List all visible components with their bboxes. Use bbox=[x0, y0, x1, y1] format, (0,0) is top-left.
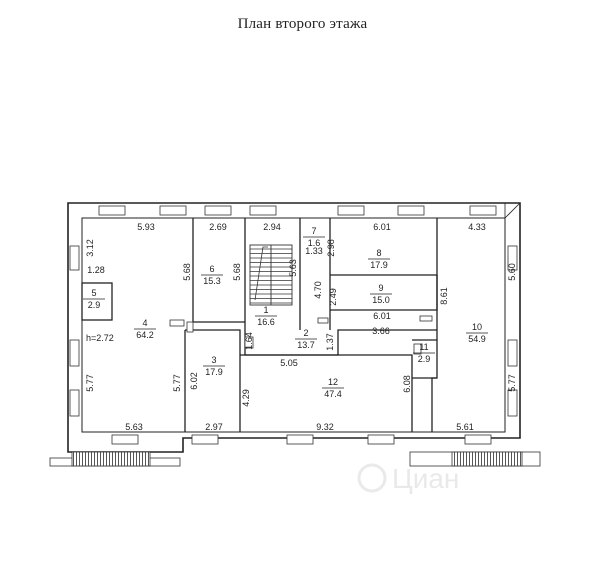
room-area: 13.7 bbox=[297, 340, 315, 350]
dimension-label: 2.69 bbox=[209, 222, 227, 232]
dimension-label: 9.32 bbox=[316, 422, 334, 432]
dimension-label: 5.68 bbox=[182, 263, 192, 281]
room-number: 8 bbox=[376, 248, 381, 258]
dimension-label: 3.12 bbox=[85, 239, 95, 257]
dimension-label: 5.60 bbox=[507, 263, 517, 281]
dimension-label: 1.28 bbox=[87, 265, 105, 275]
room-number: 4 bbox=[142, 318, 147, 328]
dimension-label: 3.66 bbox=[372, 326, 390, 336]
dimension-label: 1.37 bbox=[325, 333, 335, 351]
dimension-label: 2.97 bbox=[205, 422, 223, 432]
room-area: 64.2 bbox=[136, 330, 154, 340]
plan-title: План второго этажа bbox=[237, 16, 368, 32]
room-number: 12 bbox=[328, 377, 338, 387]
dimension-label: 1.33 bbox=[305, 246, 323, 256]
room-area: 15.3 bbox=[203, 276, 221, 286]
dimension-label: 5.77 bbox=[172, 374, 182, 392]
room-number: 6 bbox=[209, 264, 214, 274]
dimension-label: 5.93 bbox=[137, 222, 155, 232]
windows bbox=[69, 205, 518, 445]
outer-walls bbox=[67, 202, 521, 453]
dimension-label: 2.98 bbox=[326, 239, 336, 257]
dimension-label: 5.68 bbox=[232, 263, 242, 281]
room-7-label: 71.6 bbox=[303, 226, 325, 248]
dimension-label: 6.01 bbox=[373, 222, 391, 232]
room-area: 17.9 bbox=[205, 367, 223, 377]
room-area: 2.9 bbox=[88, 300, 101, 310]
room-number: 11 bbox=[419, 342, 428, 352]
room-11-label: 112.9 bbox=[413, 342, 435, 364]
ceiling-height: h=2.72 bbox=[86, 333, 114, 343]
dimension-label: 5.05 bbox=[280, 358, 298, 368]
dimension-label: 5.61 bbox=[456, 422, 474, 432]
room-2-label: 213.7 bbox=[295, 328, 317, 350]
room-area: 1.6 bbox=[308, 238, 321, 248]
exterior-stairs bbox=[49, 451, 541, 467]
room-area: 15.0 bbox=[372, 295, 390, 305]
dimension-label: 8.61 bbox=[439, 287, 449, 305]
room-12-label: 12 47.4 bbox=[322, 377, 344, 399]
watermark: Циан bbox=[357, 463, 459, 494]
dimension-label: 4.70 bbox=[313, 281, 323, 299]
room-area: 54.9 bbox=[468, 334, 486, 344]
dimension-label: 1.64 bbox=[244, 332, 254, 350]
dimension-label: 4.33 bbox=[468, 222, 486, 232]
dimension-label: 5.63 bbox=[125, 422, 143, 432]
staircase bbox=[249, 244, 293, 306]
dimension-label: 5.77 bbox=[507, 374, 517, 392]
room-area: 17.9 bbox=[370, 260, 388, 270]
room-number: 3 bbox=[211, 355, 216, 365]
room-area: 2.9 bbox=[418, 354, 431, 364]
room-number: 5 bbox=[91, 288, 96, 298]
dimension-label: 4.29 bbox=[241, 389, 251, 407]
room-10-label: 10 54.9 bbox=[466, 322, 488, 344]
dimension-label: 2.94 bbox=[263, 222, 281, 232]
dimension-label: 5.77 bbox=[85, 374, 95, 392]
room-labels: 116.6213.7317.9464.252.9615.371.6817.991… bbox=[83, 226, 488, 399]
svg-text:Циан: Циан bbox=[392, 463, 459, 494]
room-1-label: 116.6 bbox=[255, 305, 277, 327]
dimension-label: 6.02 bbox=[189, 372, 199, 390]
dimension-label: 5.63 bbox=[288, 259, 298, 277]
room-4-label: 464.2 bbox=[134, 318, 156, 340]
room-area: 16.6 bbox=[257, 317, 275, 327]
room-8-label: 817.9 bbox=[368, 248, 390, 270]
dimension-label: 6.01 bbox=[373, 311, 391, 321]
room-3-label: 317.9 bbox=[203, 355, 225, 377]
room-number: 7 bbox=[311, 226, 316, 236]
dimension-label: 2.49 bbox=[328, 288, 338, 306]
room-number: 10 bbox=[472, 322, 482, 332]
room-9-label: 915.0 bbox=[370, 283, 392, 305]
dimension-label: 6.08 bbox=[402, 375, 412, 393]
room-number: 1 bbox=[263, 305, 268, 315]
room-5-label: 52.9 bbox=[83, 288, 105, 310]
room-area: 47.4 bbox=[324, 389, 342, 399]
room-number: 2 bbox=[303, 328, 308, 338]
doors bbox=[169, 315, 433, 355]
interior-walls bbox=[81, 218, 438, 432]
room-6-label: 615.3 bbox=[201, 264, 223, 286]
room-number: 9 bbox=[378, 283, 383, 293]
